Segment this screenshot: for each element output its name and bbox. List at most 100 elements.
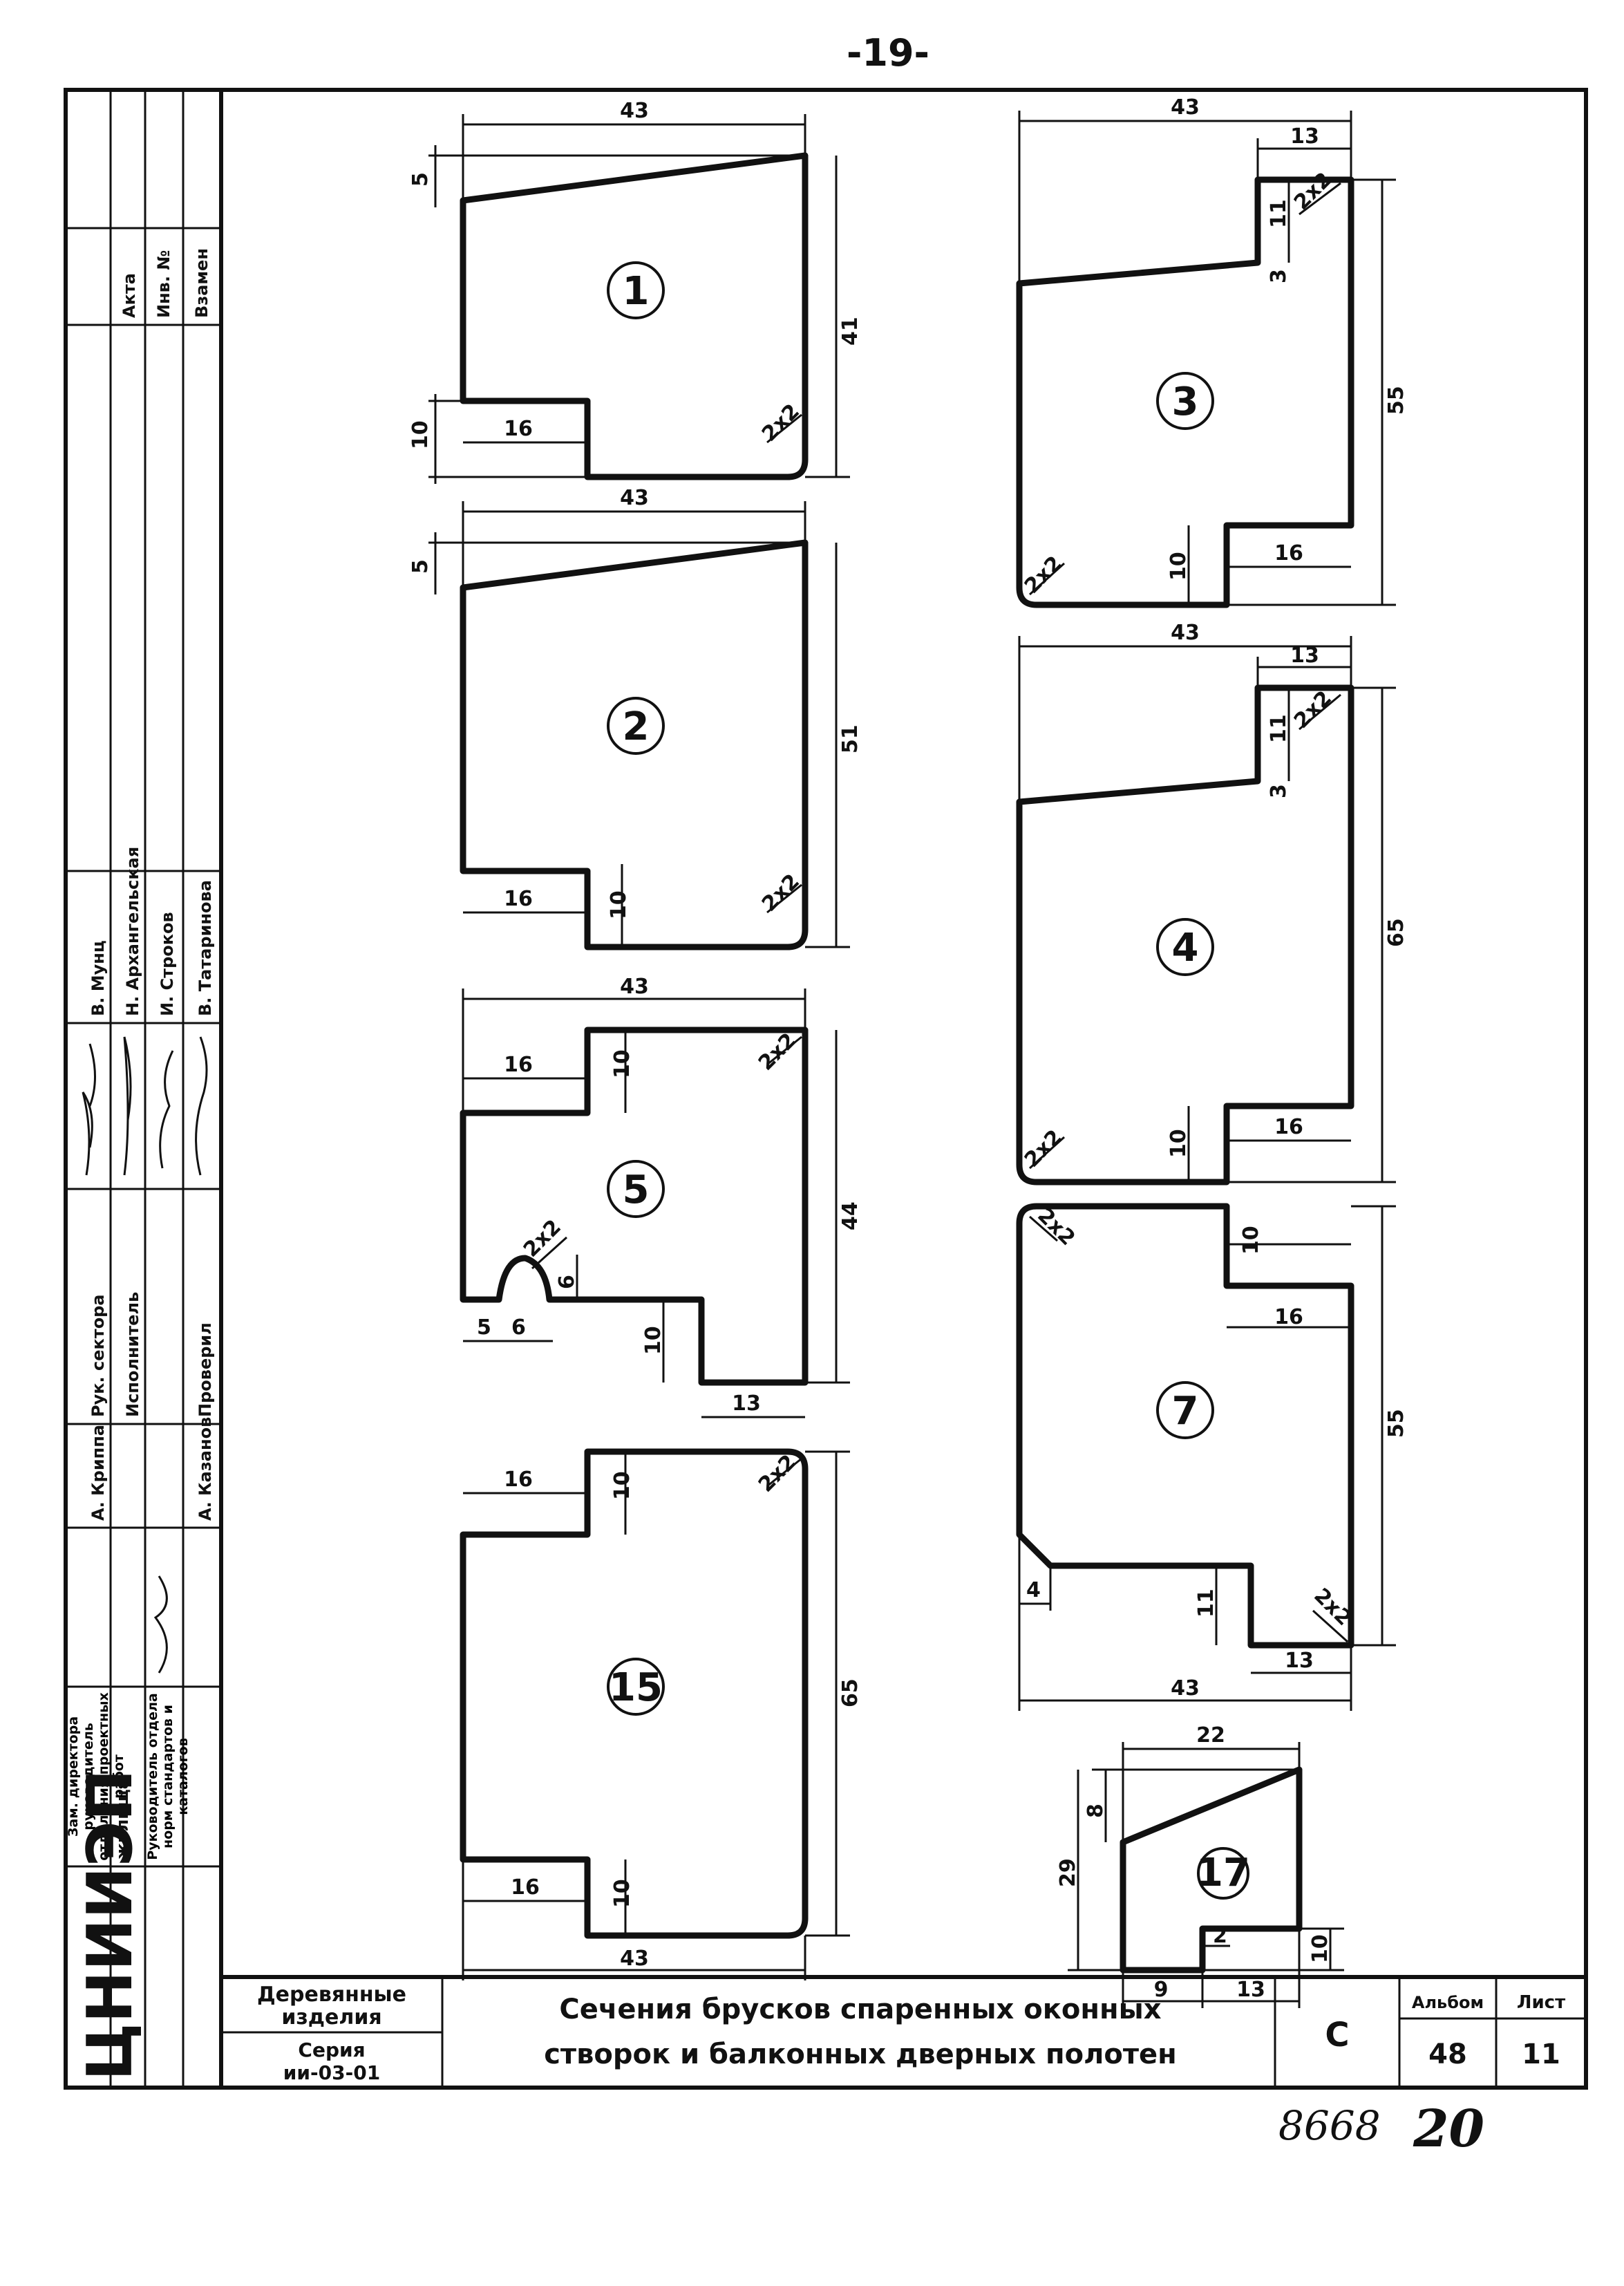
- svg-text:2x2: 2x2: [519, 1215, 566, 1262]
- svg-text:16: 16: [504, 1468, 533, 1492]
- sheet-label: Лист: [1517, 1992, 1565, 2013]
- stamp-vzamen: Взамен: [192, 248, 211, 318]
- svg-text:16: 16: [511, 1875, 540, 1900]
- svg-text:10: 10: [408, 420, 433, 449]
- svg-text:22: 22: [1196, 1723, 1225, 1748]
- stamp-name-kazanov: А. Казанов: [196, 1417, 215, 1521]
- svg-text:2x2: 2x2: [754, 1029, 801, 1076]
- series-line1: Серия: [298, 2039, 365, 2061]
- svg-text:65: 65: [838, 1678, 862, 1707]
- svg-text:29: 29: [1056, 1858, 1080, 1887]
- svg-text:10: 10: [1167, 1129, 1191, 1158]
- handwritten-left: 8668: [1278, 2102, 1381, 2149]
- svg-text:13: 13: [1290, 644, 1319, 668]
- svg-text:43: 43: [620, 99, 649, 123]
- svg-text:2x2: 2x2: [1020, 1125, 1067, 1172]
- svg-text:5: 5: [408, 559, 433, 574]
- svg-text:8: 8: [1084, 1803, 1108, 1818]
- profile-15: 15 16 10 2x2 65 16 10 43: [460, 1448, 862, 1980]
- stamp-proveril: Проверил: [196, 1322, 215, 1417]
- stamp-name-strokov: И. Строков: [158, 912, 177, 1016]
- profile-2: 2 43 5 51 16 10 2x2: [408, 486, 862, 950]
- svg-text:43: 43: [620, 1947, 649, 1971]
- svg-text:43: 43: [620, 486, 649, 510]
- series-line2: ии-03-01: [283, 2061, 380, 2084]
- page-number: -19-: [847, 31, 929, 75]
- title-line2: створок и балконных дверных полотен: [544, 2039, 1177, 2070]
- profile-3: 3 43 13 11 2x2 3 55 10 16 2x2: [1016, 95, 1408, 608]
- product-line1: Деревянные: [257, 1983, 406, 2007]
- svg-text:10: 10: [610, 1879, 634, 1908]
- svg-text:44: 44: [838, 1201, 862, 1230]
- svg-text:6: 6: [511, 1315, 526, 1340]
- svg-text:41: 41: [838, 317, 862, 346]
- svg-text:10: 10: [1167, 552, 1191, 581]
- profile-5-number: 5: [623, 1168, 650, 1212]
- svg-text:11: 11: [1267, 714, 1291, 743]
- svg-text:43: 43: [1171, 621, 1200, 645]
- svg-text:5: 5: [408, 172, 433, 187]
- svg-text:4: 4: [1026, 1578, 1041, 1602]
- profile-7: 7 2x2 10 16 55 4 11 2x2 13 43: [1016, 1203, 1408, 1711]
- svg-text:10: 10: [607, 890, 631, 919]
- svg-text:5: 5: [477, 1315, 491, 1340]
- svg-text:2x2: 2x2: [1290, 168, 1337, 215]
- svg-text:11: 11: [1194, 1589, 1218, 1618]
- svg-text:16: 16: [504, 417, 533, 441]
- svg-text:16: 16: [1274, 1305, 1303, 1329]
- stamp-ispolnitel: Исполнитель: [123, 1292, 142, 1417]
- profile-1-number: 1: [623, 269, 650, 314]
- stamp-ruk-otdela: Руководитель отдела норм стандартов и ка…: [145, 1693, 191, 1860]
- profile-2-number: 2: [623, 704, 650, 749]
- svg-text:10: 10: [1239, 1226, 1263, 1255]
- stamp-akta: Акта: [120, 273, 139, 318]
- signature-kazanov: [153, 1575, 168, 1674]
- handwritten-right: 20: [1413, 2099, 1484, 2159]
- svg-text:13: 13: [1290, 124, 1319, 149]
- stamp-name-krippa: А. Криппа: [88, 1425, 108, 1521]
- svg-text:65: 65: [1384, 918, 1408, 947]
- svg-text:2x2: 2x2: [1290, 686, 1337, 733]
- title-block: Деревянные изделия Серия ии-03-01 Сечени…: [221, 1975, 1586, 2088]
- svg-text:55: 55: [1384, 1409, 1408, 1438]
- stamp-org: ЦНИИЭП: [74, 1769, 147, 2081]
- svg-text:10: 10: [610, 1049, 634, 1078]
- svg-text:13: 13: [732, 1392, 761, 1416]
- svg-text:11: 11: [1267, 199, 1291, 228]
- svg-text:10: 10: [610, 1471, 634, 1500]
- album-value: 48: [1428, 2039, 1467, 2070]
- sheet-value: 11: [1522, 2039, 1560, 2070]
- svg-text:3: 3: [1267, 784, 1291, 798]
- stamp-org-sub: жилища: [113, 1778, 132, 1859]
- svg-text:13: 13: [1236, 1978, 1265, 2002]
- svg-text:55: 55: [1384, 386, 1408, 415]
- album-label: Альбом: [1412, 1993, 1484, 2012]
- stamp-name-munts: В. Мунц: [88, 940, 108, 1016]
- svg-text:2x2: 2x2: [1020, 552, 1067, 599]
- signature-arkhangelskaya: [123, 1036, 132, 1176]
- svg-text:3: 3: [1267, 269, 1291, 283]
- signature-tatarinova: [195, 1036, 208, 1176]
- svg-text:51: 51: [838, 724, 862, 753]
- svg-text:2x2: 2x2: [757, 870, 804, 917]
- svg-text:10: 10: [1308, 1934, 1332, 1963]
- stamp-name-tatarinova: В. Татаринова: [196, 880, 215, 1016]
- profile-15-number: 15: [609, 1665, 663, 1710]
- svg-text:13: 13: [1285, 1649, 1314, 1673]
- svg-text:2x2: 2x2: [1032, 1203, 1079, 1250]
- profile-5: 5 43 16 10 2x2 44 2x2 6 5 6 10 13: [460, 975, 862, 1418]
- svg-text:43: 43: [620, 975, 649, 999]
- svg-text:2x2: 2x2: [754, 1450, 801, 1497]
- profile-4-number: 4: [1172, 926, 1199, 971]
- title-line1: Сечения брусков спаренных оконных: [559, 1994, 1161, 2025]
- svg-text:9: 9: [1154, 1978, 1169, 2002]
- signature-strokov: [159, 1050, 174, 1169]
- svg-text:16: 16: [504, 887, 533, 911]
- svg-text:16: 16: [1274, 1115, 1303, 1139]
- profile-7-number: 7: [1172, 1389, 1199, 1434]
- sheet-frame: [64, 88, 1588, 2090]
- profile-17-number: 17: [1196, 1851, 1250, 1895]
- stamp-inv-no: Инв. №: [154, 250, 173, 318]
- product-line2: изделия: [281, 2005, 381, 2030]
